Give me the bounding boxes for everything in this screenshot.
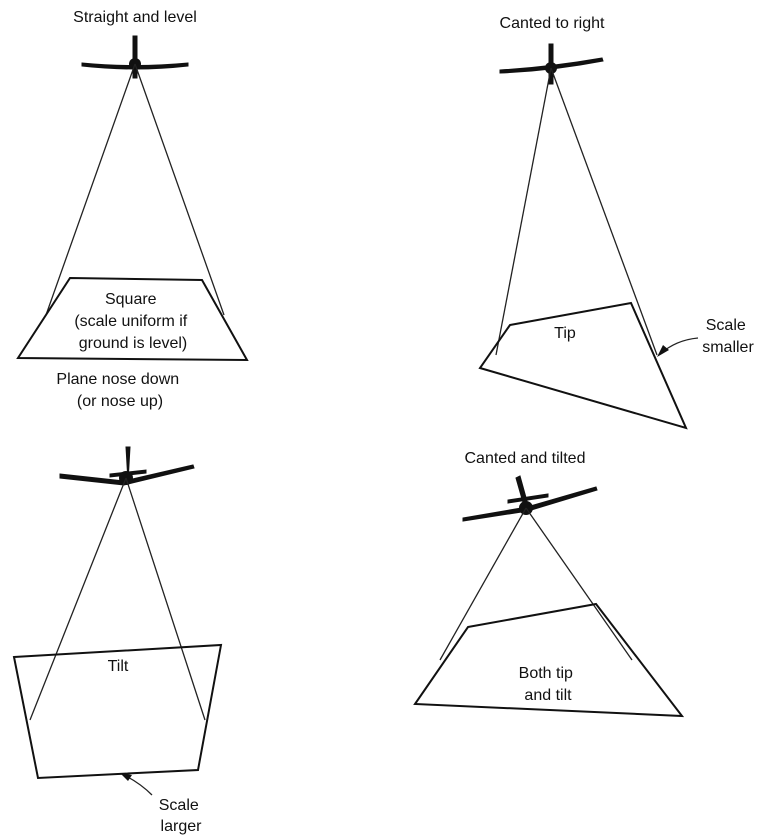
plane-icon [81, 35, 189, 79]
footprint-label: Both tip and tilt [519, 665, 578, 704]
panel-title: Canted to right [500, 15, 606, 32]
panel-title: Plane nose down (or nose up) [56, 371, 183, 410]
arrowhead-icon [120, 773, 132, 781]
panel-plane-nose-down: Plane nose down (or nose up) Tilt Scale … [12, 371, 223, 835]
footprint-label: Square (scale uniform if ground is level… [74, 291, 191, 352]
scale-note: Scale smaller [702, 317, 754, 356]
footprint-label: Tilt [108, 658, 129, 675]
panel-title: Straight and level [73, 9, 197, 26]
sight-line-left [439, 507, 527, 661]
sight-line-right [134, 63, 225, 316]
plane-icon [462, 475, 598, 522]
sight-line-left [495, 67, 552, 356]
scale-note: Scale larger [159, 797, 203, 835]
ground-footprint-square [16, 276, 249, 362]
ground-footprint-tip [478, 301, 688, 430]
ground-footprint-tilt [12, 643, 223, 780]
ground-footprint-tip-and-tilt [413, 602, 685, 718]
plane-icon [499, 43, 604, 85]
sight-line-right [550, 67, 658, 356]
sight-line-left [29, 477, 127, 721]
sight-line-right [525, 507, 633, 661]
panel-canted-and-tilted: Canted and tilted Both tip and tilt [413, 450, 685, 718]
sight-line-right [125, 477, 206, 721]
panel-title: Canted and tilted [465, 450, 586, 467]
sight-line-left [45, 63, 136, 316]
arrowhead-icon [657, 345, 669, 357]
panel-straight-and-level: Straight and level Square (scale uniform… [16, 9, 249, 362]
footprint-label: Tip [554, 325, 576, 342]
panel-canted-to-right: Canted to right Tip Scale smaller [478, 15, 754, 430]
